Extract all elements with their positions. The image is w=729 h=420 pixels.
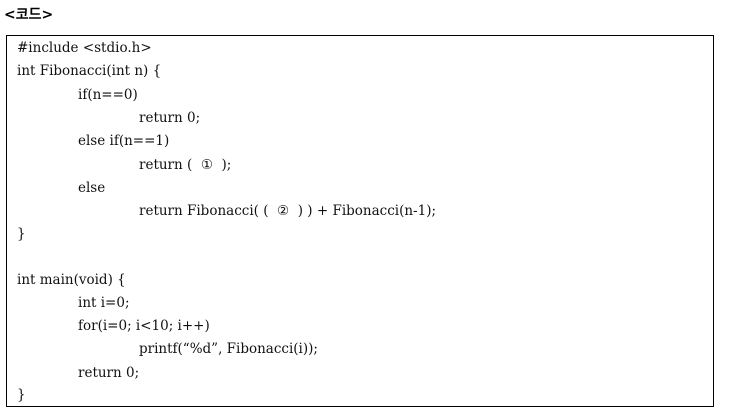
code-line: return Fibonacci( ( ② ) ) + Fibonacci(n-… bbox=[139, 203, 437, 219]
code-heading: <코드> bbox=[4, 7, 54, 23]
code-line: int main(void) { bbox=[17, 272, 126, 288]
code-line: if(n==0) bbox=[78, 87, 138, 103]
code-line: int Fibonacci(int n) { bbox=[17, 63, 162, 79]
code-line: #include <stdio.h> bbox=[17, 40, 152, 56]
code-line: return ( ① ); bbox=[139, 157, 232, 173]
code-line: return 0; bbox=[139, 110, 201, 126]
code-line: } bbox=[17, 387, 26, 403]
code-line: else if(n==1) bbox=[78, 133, 170, 149]
code-line: return 0; bbox=[78, 365, 140, 381]
code-line: for(i=0; i<10; i++) bbox=[78, 318, 210, 334]
code-line: } bbox=[17, 226, 26, 242]
code-line: int i=0; bbox=[78, 295, 130, 311]
code-line: else bbox=[78, 180, 106, 196]
code-block: #include <stdio.h> int Fibonacci(int n) … bbox=[6, 35, 714, 407]
code-line: printf(“%d”, Fibonacci(i)); bbox=[139, 341, 318, 357]
